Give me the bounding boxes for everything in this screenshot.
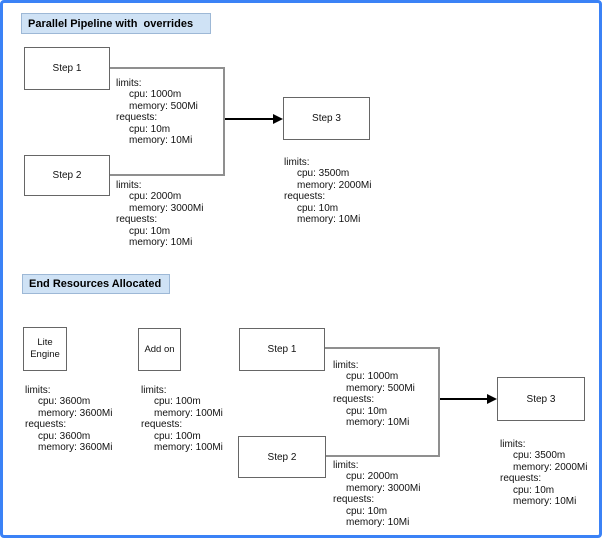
- node-step2-top: Step 2: [24, 155, 110, 196]
- resource-line: requests:: [141, 419, 183, 431]
- arrow-to-step3-top: [225, 118, 274, 120]
- section-title-text: End Resources Allocated: [29, 278, 162, 290]
- resource-line: memory: 10Mi: [129, 135, 193, 147]
- resource-line: memory: 10Mi: [513, 496, 577, 508]
- resource-line: cpu: 10m: [346, 505, 388, 517]
- arrow-to-step3-bottom: [440, 398, 488, 400]
- connector-step2-bottom: [326, 455, 440, 457]
- resources-step2-bottom: limits: cpu: 2000m memory: 3000Mi reques…: [333, 460, 420, 528]
- resource-line: cpu: 100m: [154, 430, 201, 442]
- resource-line: memory: 10Mi: [346, 517, 410, 529]
- node-step1-bottom: Step 1: [239, 328, 325, 371]
- resource-line: cpu: 3600m: [38, 430, 91, 442]
- node-step1-top: Step 1: [24, 47, 110, 90]
- resource-line: memory: 500Mi: [346, 382, 415, 394]
- resource-line: cpu: 10m: [346, 405, 388, 417]
- resources-add-on: limits: cpu: 100m memory: 100Mi requests…: [141, 385, 223, 453]
- resource-line: limits:: [333, 460, 359, 471]
- node-label: Lite: [37, 337, 53, 348]
- resources-step1-bottom: limits: cpu: 1000m memory: 500Mi request…: [333, 360, 415, 428]
- node-label: Step 3: [526, 393, 556, 405]
- resources-step2-top: limits: cpu: 2000m memory: 3000Mi reques…: [116, 180, 203, 248]
- resource-line: memory: 2000Mi: [513, 461, 588, 473]
- section-title-parallel-pipeline: Parallel Pipeline with overrides: [21, 13, 211, 34]
- connector-junction-top: [223, 67, 225, 176]
- resource-line: limits:: [141, 385, 167, 396]
- connector-step1-top: [110, 67, 225, 69]
- resource-line: cpu: 1000m: [346, 371, 399, 383]
- node-step2-bottom: Step 2: [238, 436, 326, 478]
- resource-line: requests:: [116, 112, 158, 124]
- resource-line: memory: 3600Mi: [38, 442, 113, 454]
- resource-line: limits:: [25, 385, 51, 396]
- resource-line: memory: 10Mi: [346, 417, 410, 429]
- resource-line: limits:: [284, 157, 310, 168]
- connector-junction-bottom: [438, 347, 440, 457]
- resources-step3-bottom: limits: cpu: 3500m memory: 2000Mi reques…: [500, 439, 587, 507]
- node-step3-top: Step 3: [283, 97, 370, 140]
- resource-line: cpu: 3600m: [38, 396, 91, 408]
- connector-step2-top: [110, 174, 225, 176]
- resource-line: requests:: [333, 394, 375, 406]
- node-add-on: Add on: [138, 328, 181, 371]
- resource-line: cpu: 10m: [129, 123, 171, 135]
- resources-lite-engine: limits: cpu: 3600m memory: 3600Mi reques…: [25, 385, 112, 453]
- resource-line: cpu: 3500m: [297, 168, 350, 180]
- node-label: Engine: [30, 349, 60, 360]
- section-title-text: Parallel Pipeline with overrides: [28, 17, 194, 30]
- arrowhead-icon: [487, 394, 497, 404]
- node-label: Step 3: [312, 113, 341, 124]
- resource-line: cpu: 10m: [129, 225, 171, 237]
- resource-line: memory: 3000Mi: [346, 482, 421, 494]
- resource-line: cpu: 2000m: [129, 191, 182, 203]
- resource-line: requests:: [333, 494, 375, 506]
- resource-line: requests:: [116, 214, 158, 226]
- node-label: Add on: [144, 344, 175, 355]
- resource-line: cpu: 100m: [154, 396, 201, 408]
- resource-line: requests:: [500, 473, 542, 485]
- resource-line: memory: 10Mi: [297, 214, 361, 226]
- section-title-end-resources: End Resources Allocated: [22, 274, 170, 294]
- resource-line: limits:: [116, 78, 142, 89]
- resource-line: memory: 100Mi: [154, 407, 223, 419]
- resource-line: limits:: [333, 360, 359, 371]
- resource-line: limits:: [500, 439, 526, 450]
- resource-line: cpu: 1000m: [129, 89, 182, 101]
- node-step3-bottom: Step 3: [497, 377, 585, 421]
- resource-line: memory: 2000Mi: [297, 179, 372, 191]
- resource-line: memory: 100Mi: [154, 442, 223, 454]
- resource-line: memory: 500Mi: [129, 100, 198, 112]
- resource-line: requests:: [25, 419, 67, 431]
- resource-line: memory: 3000Mi: [129, 202, 204, 214]
- node-label: Step 2: [52, 170, 82, 181]
- resource-line: cpu: 10m: [513, 484, 555, 496]
- resource-line: cpu: 2000m: [346, 471, 399, 483]
- node-label: Step 1: [267, 344, 297, 355]
- resource-line: cpu: 10m: [297, 202, 339, 214]
- node-label: Step 2: [267, 451, 297, 463]
- resource-line: memory: 10Mi: [129, 237, 193, 249]
- node-lite-engine: Lite Engine: [23, 327, 67, 371]
- resources-step3-top: limits: cpu: 3500m memory: 2000Mi reques…: [284, 157, 371, 225]
- resource-line: limits:: [116, 180, 142, 191]
- resource-line: memory: 3600Mi: [38, 407, 113, 419]
- resource-line: cpu: 3500m: [513, 450, 566, 462]
- resources-step1-top: limits: cpu: 1000m memory: 500Mi request…: [116, 78, 198, 146]
- connector-step1-bottom: [325, 347, 440, 349]
- node-label: Step 1: [52, 63, 82, 74]
- arrowhead-icon: [273, 114, 283, 124]
- resource-line: requests:: [284, 191, 326, 203]
